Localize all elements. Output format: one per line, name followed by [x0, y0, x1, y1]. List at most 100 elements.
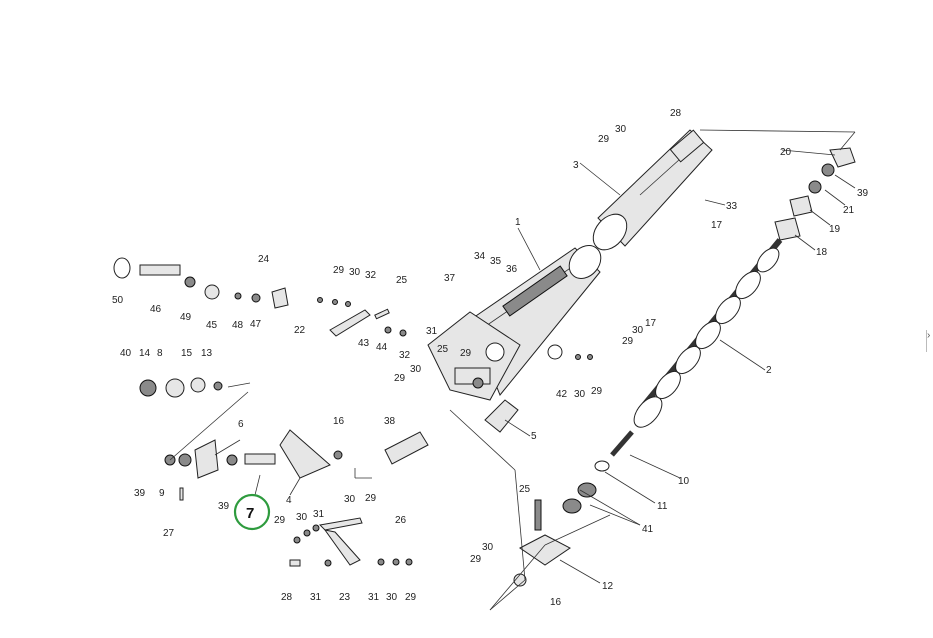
- label-22: 22: [294, 325, 306, 336]
- label-43: 43: [358, 338, 370, 349]
- housing-bracket: [427, 311, 521, 401]
- label-30: 30: [482, 542, 494, 553]
- label-47: 47: [250, 319, 262, 330]
- label-31: 31: [310, 592, 322, 603]
- label-17: 17: [711, 220, 723, 231]
- label-34: 34: [474, 251, 486, 262]
- label-19: 19: [829, 224, 841, 235]
- callout-7[interactable]: 7: [233, 493, 271, 531]
- label-29: 29: [333, 265, 345, 276]
- label-46: 46: [150, 304, 162, 315]
- label-2: 2: [766, 365, 772, 376]
- part-labels: 28 30 29 20 3 39 33 21 17 19 1 18 24 34 …: [112, 108, 869, 608]
- label-31: 31: [426, 326, 438, 337]
- label-36: 36: [506, 264, 518, 275]
- label-49: 49: [180, 312, 192, 323]
- label-42: 42: [556, 389, 568, 400]
- leader-lines: [169, 129, 856, 611]
- label-25: 25: [519, 484, 531, 495]
- label-10: 10: [678, 476, 690, 487]
- lever-group: [317, 297, 407, 337]
- sprocket-group: [139, 377, 223, 398]
- label-25: 25: [437, 344, 449, 355]
- label-5: 5: [531, 431, 537, 442]
- callout-7-label: 7: [246, 505, 254, 522]
- label-14: 14: [139, 348, 151, 359]
- label-40: 40: [120, 348, 132, 359]
- label-30: 30: [386, 592, 398, 603]
- label-24: 24: [258, 254, 270, 265]
- label-15: 15: [181, 348, 193, 359]
- label-16: 16: [333, 416, 345, 427]
- label-27: 27: [163, 528, 175, 539]
- label-29: 29: [274, 515, 286, 526]
- label-1: 1: [515, 217, 521, 228]
- label-30: 30: [615, 124, 627, 135]
- label-18: 18: [816, 247, 828, 258]
- label-28: 28: [281, 592, 293, 603]
- label-45: 45: [206, 320, 218, 331]
- label-30: 30: [344, 494, 356, 505]
- upper-tube: [592, 129, 713, 251]
- edge-glyph: ›: [927, 330, 931, 341]
- label-17: 17: [645, 318, 657, 329]
- auger-screw: [633, 238, 783, 428]
- edge-nav-handle[interactable]: ›: [926, 330, 933, 352]
- label-29: 29: [622, 336, 634, 347]
- label-29: 29: [460, 348, 472, 359]
- label-39: 39: [134, 488, 146, 499]
- label-29: 29: [470, 554, 482, 565]
- label-29: 29: [365, 493, 377, 504]
- left-shaft-group: [113, 257, 289, 309]
- label-30: 30: [410, 364, 422, 375]
- label-32: 32: [365, 270, 377, 281]
- label-38: 38: [384, 416, 396, 427]
- lower-bracket: [289, 517, 413, 567]
- chain-link: [333, 431, 429, 465]
- label-29: 29: [598, 134, 610, 145]
- label-44: 44: [376, 342, 388, 353]
- lower-flange: [513, 499, 571, 587]
- label-4: 4: [286, 495, 292, 506]
- label-28: 28: [670, 108, 682, 119]
- label-29: 29: [394, 373, 406, 384]
- label-16: 16: [550, 597, 562, 608]
- small-hardware: [484, 344, 593, 433]
- upper-flange-group: [774, 147, 856, 241]
- label-8: 8: [157, 348, 163, 359]
- label-30: 30: [632, 325, 644, 336]
- label-20: 20: [780, 147, 792, 158]
- label-39: 39: [857, 188, 869, 199]
- label-25: 25: [396, 275, 408, 286]
- label-6: 6: [238, 419, 244, 430]
- auger-flights: [633, 247, 780, 428]
- label-23: 23: [339, 592, 351, 603]
- label-12: 12: [602, 581, 614, 592]
- label-37: 37: [444, 273, 456, 284]
- label-31: 31: [313, 509, 325, 520]
- label-30: 30: [349, 267, 361, 278]
- label-48: 48: [232, 320, 244, 331]
- label-35: 35: [490, 256, 502, 267]
- highlight-ring: [233, 493, 271, 531]
- label-30: 30: [574, 389, 586, 400]
- gearbox-group: [164, 429, 331, 501]
- label-32: 32: [399, 350, 411, 361]
- label-9: 9: [159, 488, 165, 499]
- label-50: 50: [112, 295, 124, 306]
- label-13: 13: [201, 348, 213, 359]
- shaft-bearings: [562, 430, 634, 514]
- label-11: 11: [657, 501, 668, 512]
- label-21: 21: [843, 205, 855, 216]
- label-41: 41: [642, 524, 654, 535]
- label-30: 30: [296, 512, 308, 523]
- label-26: 26: [395, 515, 407, 526]
- label-29: 29: [591, 386, 603, 397]
- label-3: 3: [573, 160, 579, 171]
- label-31: 31: [368, 592, 380, 603]
- label-39: 39: [218, 501, 230, 512]
- label-33: 33: [726, 201, 738, 212]
- label-29: 29: [405, 592, 417, 603]
